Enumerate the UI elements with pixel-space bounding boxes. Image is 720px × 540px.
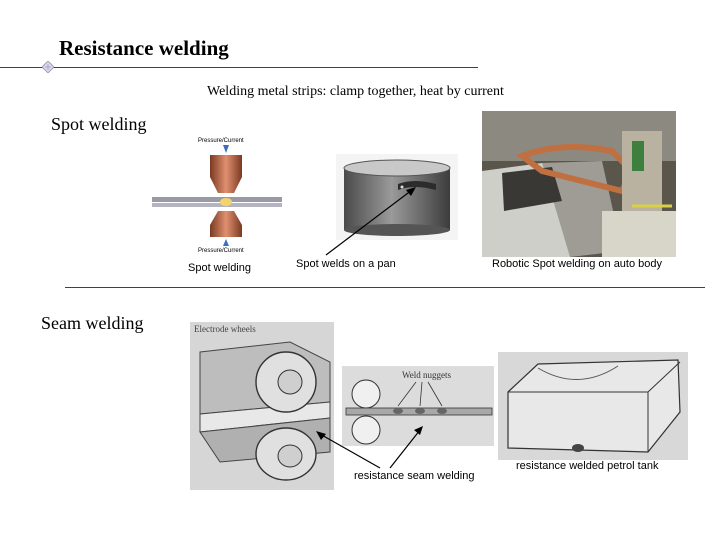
seam-pointer-arrows — [300, 416, 520, 496]
spot-welding-diagram — [150, 135, 290, 275]
seam-welding-heading: Seam welding — [41, 313, 143, 334]
bullet-diamond-icon — [42, 61, 54, 73]
nuggets-label: Weld nuggets — [402, 370, 451, 380]
title-underline — [0, 67, 478, 68]
pan-caption: Spot welds on a pan — [296, 258, 396, 270]
pan-pointer-arrow — [316, 180, 436, 260]
robot-caption: Robotic Spot welding on auto body — [492, 258, 662, 270]
tank-drawing — [498, 352, 688, 460]
tank-caption: resistance welded petrol tank — [516, 460, 658, 472]
section-divider — [65, 287, 705, 288]
spot-welding-heading: Spot welding — [51, 114, 147, 135]
wheels-label: Electrode wheels — [194, 324, 256, 334]
seam-caption: resistance seam welding — [354, 470, 474, 482]
spot-bottom-force-label: Pressure/Current — [198, 248, 244, 254]
spot-welding-caption: Spot welding — [188, 262, 251, 274]
spot-electrodes-figure — [150, 135, 290, 275]
petrol-tank-figure — [498, 352, 688, 460]
slide-title: Resistance welding — [59, 36, 229, 61]
spot-top-force-label: Pressure/Current — [198, 138, 244, 144]
robot-photo-figure — [482, 111, 676, 257]
robot-spot-welding-photo — [482, 111, 676, 257]
slide-subtitle: Welding metal strips: clamp together, he… — [207, 84, 504, 100]
